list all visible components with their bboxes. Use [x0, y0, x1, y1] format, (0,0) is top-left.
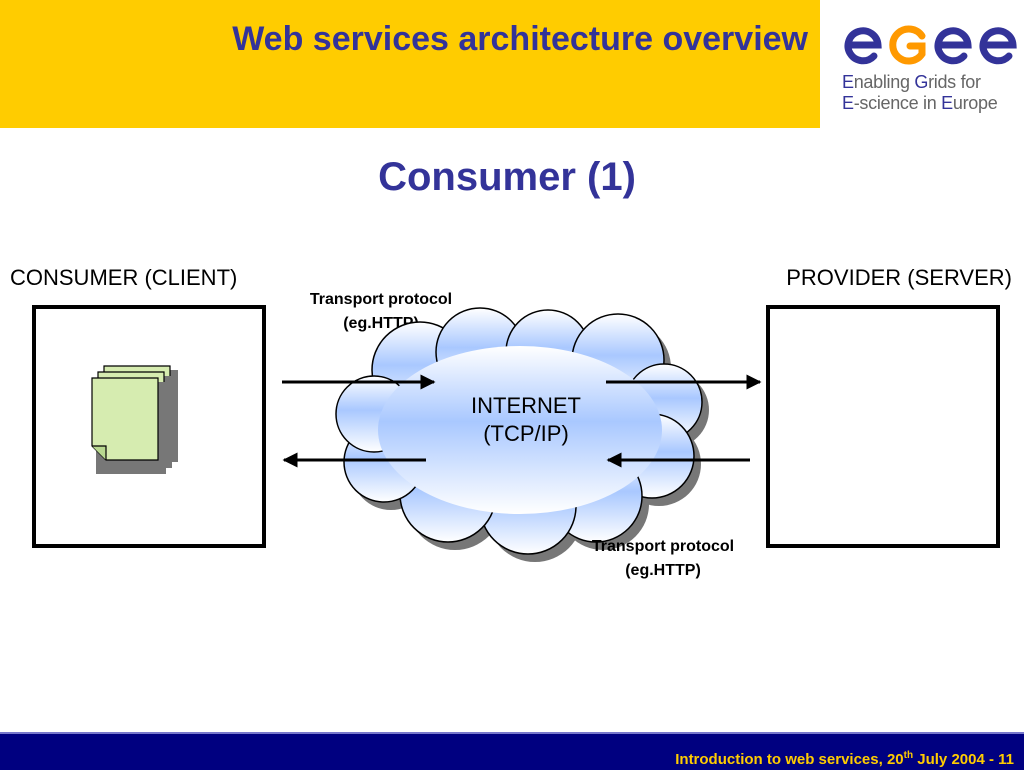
egee-wordmark-icon [844, 25, 1017, 65]
slide-subtitle: Consumer (1) [378, 155, 636, 199]
header-band [0, 0, 820, 128]
logo-tagline-line-1: Enabling Grids for [842, 72, 981, 92]
consumer-label: CONSUMER (CLIENT) [10, 265, 238, 290]
transport-protocol-bottom: Transport protocol (eg.HTTP) [591, 538, 735, 579]
egee-logo: Enabling Grids for E-science in Europe [820, 0, 1024, 128]
footer-text: Introduction to web services, 20th July … [675, 750, 1014, 768]
logo-tagline: Enabling Grids for E-science in Europe [842, 72, 1020, 114]
provider-box [766, 305, 1000, 548]
cloud-fill [378, 346, 662, 514]
transport-protocol-top: Transport protocol (eg.HTTP) [309, 291, 453, 332]
logo-tagline-line-2: E-science in Europe [842, 93, 998, 113]
documents-icon [91, 365, 178, 474]
footer-bar: Introduction to web services, 20th July … [0, 732, 1024, 770]
slide-title: Web services architecture overview [232, 20, 808, 58]
provider-label: PROVIDER (SERVER) [786, 265, 1012, 290]
internet-label: INTERNET (TCP/IP) [471, 393, 581, 446]
